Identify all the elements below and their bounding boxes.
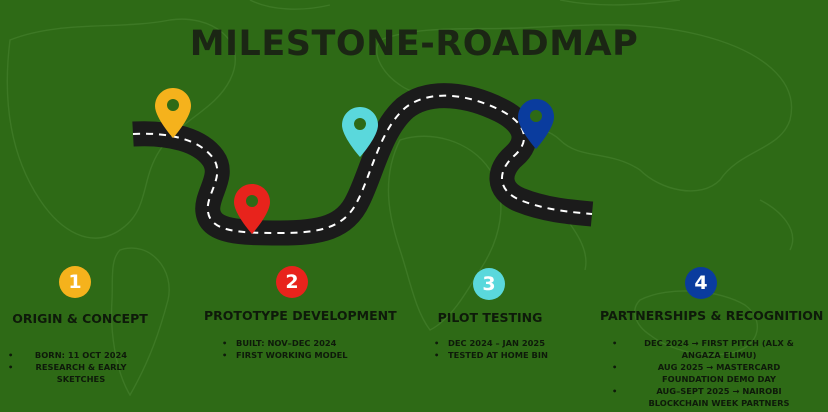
milestone-4-detail-2: AUG 2025 → MASTERCARD FOUNDATION DEMO DA…: [612, 361, 812, 385]
milestone-3-number-badge: 3: [473, 268, 505, 300]
milestone-4-detail-1: DEC 2024 → FIRST PITCH (ALX & ANGAZA ELI…: [612, 337, 812, 361]
milestone-3-detail-1: DEC 2024 – JAN 2025: [434, 337, 564, 349]
milestone-1-number-badge: 1: [59, 266, 91, 298]
milestone-1-title: ORIGIN & CONCEPT: [12, 311, 148, 326]
milestone-1-detail-2: RESEARCH & EARLY SKETCHES: [8, 361, 148, 385]
red-map-pin-icon: [234, 184, 270, 234]
milestone-4-number-badge: 4: [685, 267, 717, 299]
milestone-3-title: PILOT TESTING: [437, 310, 543, 325]
milestone-2-detail-2: FIRST WORKING MODEL: [222, 349, 372, 361]
yellow-map-pin-icon: [155, 88, 191, 138]
teal-map-pin-icon: [342, 107, 378, 157]
milestone-2-details: BUILT: NOV–DEC 2024 FIRST WORKING MODEL: [222, 337, 372, 361]
milestone-4-title: PARTNERSHIPS & RECOGNITION: [600, 308, 824, 323]
milestone-1-detail-1: BORN: 11 OCT 2024: [8, 349, 148, 361]
page-title: MILESTONE-ROADMAP: [189, 24, 639, 64]
milestone-4-detail-3: AUG–SEPT 2025 → NAIROBI BLOCKCHAIN WEEK …: [612, 385, 812, 409]
milestone-2-title: PROTOTYPE DEVELOPMENT: [204, 308, 397, 323]
milestone-2-number-badge: 2: [276, 266, 308, 298]
milestone-3-details: DEC 2024 – JAN 2025 TESTED AT HOME BIN: [434, 337, 564, 361]
milestone-1-details: BORN: 11 OCT 2024 RESEARCH & EARLY SKETC…: [8, 349, 148, 385]
blue-map-pin-icon: [518, 99, 554, 149]
milestone-4-details: DEC 2024 → FIRST PITCH (ALX & ANGAZA ELI…: [612, 337, 812, 409]
milestone-3-detail-2: TESTED AT HOME BIN: [434, 349, 564, 361]
milestone-2-detail-1: BUILT: NOV–DEC 2024: [222, 337, 372, 349]
